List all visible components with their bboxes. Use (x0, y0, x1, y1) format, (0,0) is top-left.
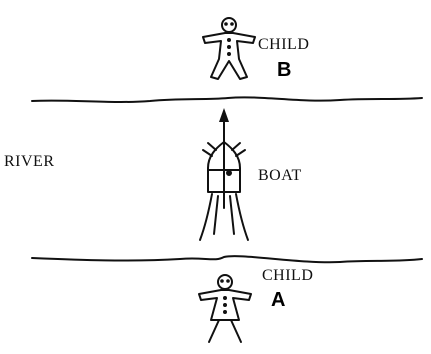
child-b-label: CHILD (258, 36, 309, 53)
river-label: RIVER (4, 153, 55, 170)
child-a-letter: A (271, 289, 285, 311)
child-b-figure (203, 18, 255, 79)
river-bank-top (32, 97, 422, 102)
child-a-figure (199, 275, 251, 342)
child-b-letter: B (277, 59, 291, 81)
river-bank-bottom (32, 256, 422, 262)
boat-label: BOAT (258, 167, 302, 184)
child-a-label: CHILD (262, 267, 313, 284)
